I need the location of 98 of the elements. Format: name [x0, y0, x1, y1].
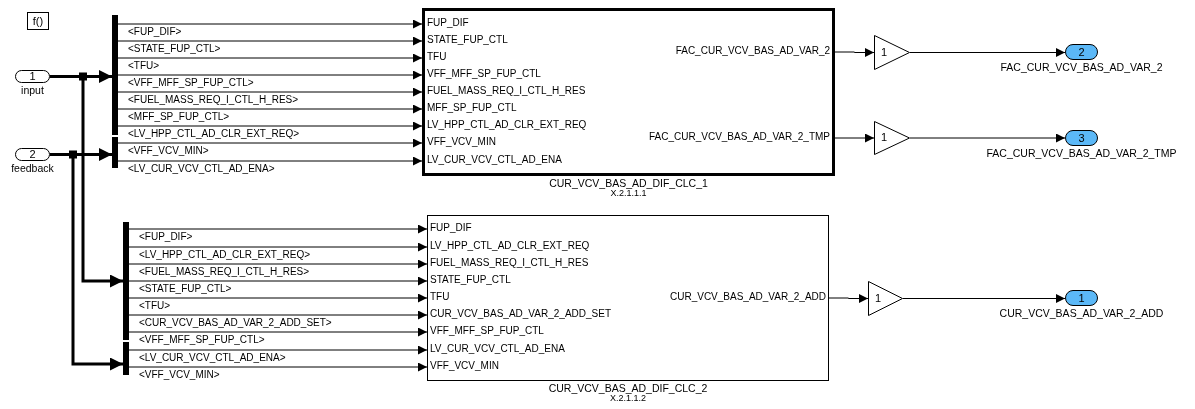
gain-block — [874, 121, 910, 155]
signal-line — [117, 36, 423, 46]
port-number: 1 — [1078, 292, 1085, 304]
outport-pill — [1065, 44, 1098, 60]
input-port-label: FUP_DIF — [430, 223, 472, 233]
input-port-label: TFU — [427, 52, 447, 62]
port-name: input — [21, 85, 44, 96]
signal-line — [128, 293, 428, 303]
input-port-label: LV_CUR_VCV_CTL_AD_ENA — [427, 155, 562, 165]
signal-line — [117, 87, 423, 97]
block-id: X.2.1.1.2 — [610, 394, 646, 404]
block-name: CUR_VCV_BAS_AD_DIF_CLC_1 — [549, 178, 708, 189]
signal-line — [128, 362, 428, 372]
signal-label: <VFF_MFF_SP_FUP_CTL> — [128, 78, 254, 88]
port-name: feedback — [11, 163, 54, 174]
inport-pill — [15, 148, 50, 161]
signal-label: <MFF_SP_FUP_CTL> — [128, 112, 230, 122]
port-name: FAC_CUR_VCV_BAS_AD_VAR_2 — [1000, 62, 1163, 73]
port-name: FAC_CUR_VCV_BAS_AD_VAR_2_TMP — [986, 148, 1177, 159]
signal-label: <LV_CUR_VCV_CTL_AD_ENA> — [139, 353, 286, 363]
signal-label: <LV_CUR_VCV_CTL_AD_ENA> — [128, 164, 275, 174]
signal-label: <TFU> — [128, 61, 160, 71]
input-port-label: VFF_MFF_SP_FUP_CTL — [427, 69, 541, 79]
signal-line — [834, 133, 875, 143]
output-port-label: CUR_VCV_BAS_AD_VAR_2_ADD — [670, 292, 826, 302]
bus-line — [50, 75, 123, 288]
port-number: 1 — [29, 71, 36, 82]
input-port-label: FUP_DIF — [427, 18, 469, 28]
signal-label: <LV_HPP_CTL_AD_CLR_EXT_REQ> — [139, 250, 310, 260]
output-port-label: FAC_CUR_VCV_BAS_AD_VAR_2_TMP — [649, 132, 830, 142]
input-port-label: MFF_SP_FUP_CTL — [427, 103, 517, 113]
input-port-label: VFF_VCV_MIN — [430, 361, 499, 371]
signal-label: <STATE_FUP_CTL> — [128, 44, 221, 54]
outport-pill — [1065, 130, 1098, 146]
bus-selector-bar — [123, 222, 129, 340]
signal-label: <FUP_DIF> — [128, 27, 182, 37]
inport-pill — [15, 70, 50, 83]
bus-selector-bar — [112, 15, 118, 135]
output-port-label: FAC_CUR_VCV_BAS_AD_VAR_2 — [675, 46, 830, 56]
port-name: CUR_VCV_BAS_AD_VAR_2_ADD — [999, 308, 1164, 319]
port-number: 2 — [1078, 46, 1085, 58]
port-number: 3 — [1078, 132, 1085, 144]
input-port-label: LV_CUR_VCV_CTL_AD_ENA — [430, 344, 565, 354]
input-port-label: FUEL_MASS_REQ_I_CTL_H_RES — [427, 86, 586, 96]
signal-line — [909, 48, 1066, 57]
signal-line — [117, 138, 423, 148]
input-port-label: VFF_VCV_MIN — [427, 137, 496, 147]
gain-block — [874, 35, 910, 70]
signal-line — [834, 48, 875, 57]
gain-value: 1 — [881, 46, 888, 58]
signal-line — [128, 259, 428, 269]
signal-line — [128, 276, 428, 286]
input-port-label: STATE_FUP_CTL — [430, 275, 511, 285]
gain-value: 1 — [881, 132, 888, 143]
signal-line — [828, 294, 869, 303]
bus-selector-bar — [123, 342, 129, 375]
signal-line — [128, 327, 428, 337]
block-id: X.2.1.1.1 — [610, 189, 647, 199]
input-port-label: LV_HPP_CTL_AD_CLR_EXT_REQ — [427, 120, 587, 130]
input-port-label: VFF_MFF_SP_FUP_CTL — [430, 326, 544, 336]
signal-line — [117, 104, 423, 114]
outport-pill — [1065, 290, 1098, 306]
gain-value: 1 — [875, 292, 882, 304]
gain-block — [868, 281, 903, 316]
input-port-label: LV_HPP_CTL_AD_CLR_EXT_REQ — [430, 241, 590, 251]
function-label: f() — [32, 15, 44, 27]
signal-line — [117, 121, 423, 131]
signal-label: <VFF_MFF_SP_FUP_CTL> — [139, 335, 265, 345]
input-port-label: STATE_FUP_CTL — [427, 35, 508, 45]
signal-line — [128, 310, 428, 320]
signal-line — [902, 294, 1066, 303]
bus-selector-bar — [112, 137, 118, 168]
signal-label: <VFF_VCV_MIN> — [128, 146, 209, 156]
input-port-label: TFU — [430, 292, 450, 302]
signal-line — [128, 345, 428, 355]
signal-line — [909, 133, 1066, 143]
signal-line — [117, 19, 423, 29]
signal-label: <TFU> — [139, 301, 171, 311]
signal-label: <FUEL_MASS_REQ_I_CTL_H_RES> — [128, 95, 299, 105]
signal-line — [117, 70, 423, 80]
signal-line — [117, 53, 423, 63]
signal-label: <FUEL_MASS_REQ_I_CTL_H_RES> — [139, 267, 310, 277]
signal-label: <VFF_VCV_MIN> — [139, 370, 220, 380]
subsystem-block — [427, 215, 829, 381]
block-name: CUR_VCV_BAS_AD_DIF_CLC_2 — [548, 383, 708, 394]
signal-label: <LV_HPP_CTL_AD_CLR_EXT_REQ> — [128, 129, 299, 139]
function-block — [27, 12, 49, 30]
input-port-label: FUEL_MASS_REQ_I_CTL_H_RES — [430, 258, 589, 268]
signal-line — [128, 242, 428, 252]
port-number: 2 — [29, 149, 36, 160]
input-port-label: CUR_VCV_BAS_AD_VAR_2_ADD_SET — [430, 309, 611, 319]
signal-label: <STATE_FUP_CTL> — [139, 284, 232, 294]
signal-label: <CUR_VCV_BAS_AD_VAR_2_ADD_SET> — [139, 318, 332, 328]
signal-line — [117, 156, 423, 166]
signal-label: <FUP_DIF> — [139, 232, 193, 242]
bus-line — [50, 153, 123, 371]
signal-line — [128, 224, 428, 234]
subsystem-block — [422, 8, 835, 176]
